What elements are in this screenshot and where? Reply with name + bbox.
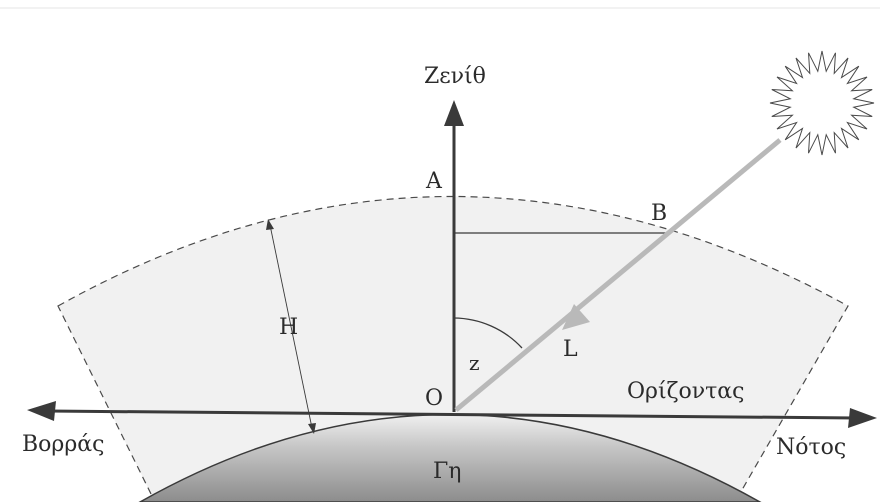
- height-h-measure: [269, 224, 313, 429]
- sun-icon: [769, 50, 875, 156]
- earth-label: Γη: [433, 459, 461, 484]
- horizon-label: Ορίζοντας: [627, 379, 745, 404]
- point-b-label: B: [651, 201, 667, 226]
- sun-ray: [454, 138, 782, 412]
- zenith-label: Ζενίθ: [424, 64, 486, 89]
- path-l-label: L: [563, 337, 578, 362]
- origin-o-label: O: [425, 386, 443, 411]
- height-arrow-bottom: [308, 423, 316, 434]
- horizon-line: [47, 409, 857, 420]
- angle-z-label: z: [469, 351, 480, 375]
- north-label: Βορράς: [22, 432, 104, 457]
- point-a-label: A: [425, 169, 443, 194]
- height-arrow-top: [266, 219, 274, 230]
- south-label: Νότος: [776, 435, 846, 460]
- south-arrowhead: [848, 408, 877, 428]
- zenith-angle-arc: [453, 317, 523, 349]
- sun-ray-arrowhead: [562, 304, 590, 330]
- height-h-label: H: [279, 315, 298, 340]
- zenith-arrowhead: [444, 100, 464, 126]
- north-arrowhead: [27, 401, 56, 421]
